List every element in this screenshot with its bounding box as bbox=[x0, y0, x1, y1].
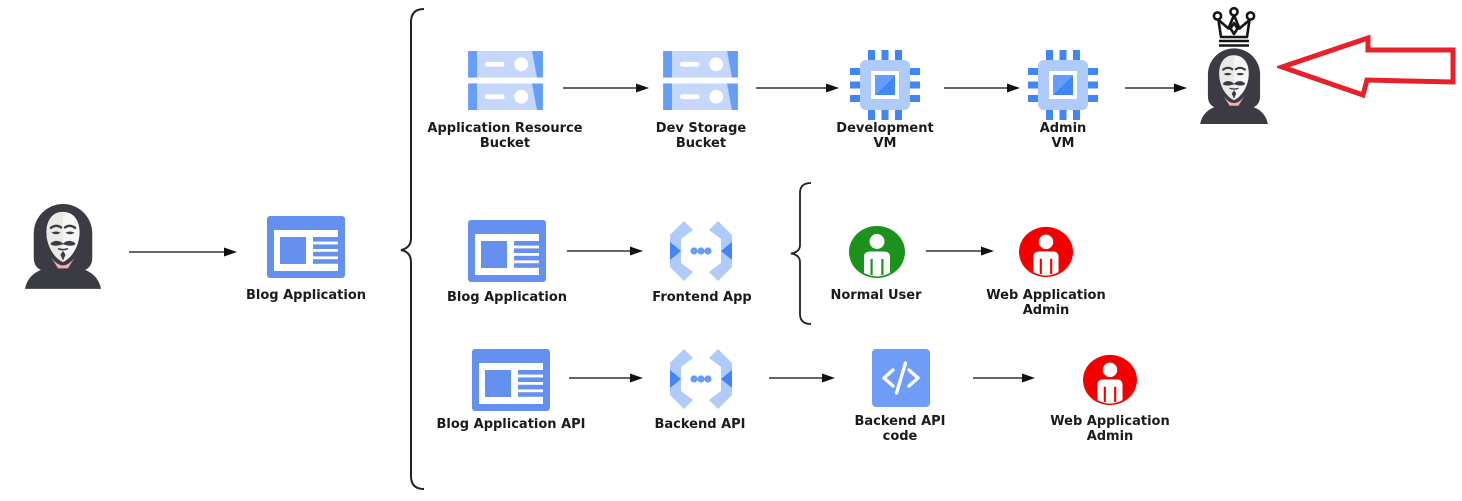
label-blog-application-api: Blog Application API bbox=[436, 417, 586, 432]
flow-arrow bbox=[567, 246, 643, 256]
label-normal-user: Normal User bbox=[830, 288, 922, 303]
cloud-functions-icon bbox=[660, 347, 742, 411]
hacker-icon bbox=[24, 198, 102, 290]
admin-user-icon bbox=[1083, 354, 1137, 406]
flow-arrow bbox=[563, 83, 649, 93]
flow-arrow bbox=[129, 247, 237, 257]
label-development-vm: Development VM bbox=[836, 121, 934, 152]
flow-arrow bbox=[569, 373, 643, 383]
flow-arrow bbox=[769, 373, 835, 383]
label-frontend-app: Frontend App bbox=[652, 290, 752, 305]
label-blog-application: Blog Application bbox=[446, 290, 568, 305]
storage-bucket-icon bbox=[663, 51, 738, 110]
storage-bucket-icon bbox=[468, 51, 543, 110]
crown-icon bbox=[1205, 7, 1263, 47]
label-backend-api: Backend API bbox=[654, 417, 746, 432]
label-web-application-admin-2: Web Application Admin bbox=[1050, 414, 1170, 445]
flow-arrow bbox=[944, 83, 1020, 93]
flow-arrow bbox=[756, 83, 839, 93]
label-backend-api-code: Backend API code bbox=[854, 414, 946, 445]
code-icon bbox=[872, 349, 930, 407]
web-app-icon bbox=[267, 216, 345, 278]
label-admin-vm: Admin VM bbox=[1039, 121, 1087, 152]
small-curly-brace bbox=[790, 182, 812, 325]
flow-arrow bbox=[973, 373, 1035, 383]
web-app-icon bbox=[468, 220, 546, 282]
crowned-hacker-icon bbox=[1196, 44, 1272, 124]
normal-user-icon bbox=[849, 226, 905, 278]
flow-arrow bbox=[926, 246, 994, 256]
flow-arrow bbox=[1125, 83, 1187, 93]
label-blog-application-entry: Blog Application bbox=[245, 288, 367, 303]
compute-vm-icon bbox=[1028, 50, 1098, 120]
admin-user-icon bbox=[1019, 226, 1073, 278]
web-app-icon bbox=[472, 349, 550, 411]
label-application-resource-bucket: Application Resource Bucket bbox=[427, 121, 583, 152]
label-web-application-admin: Web Application Admin bbox=[986, 288, 1106, 319]
big-curly-brace bbox=[400, 8, 425, 490]
compute-vm-icon bbox=[850, 50, 920, 120]
red-arrow-annotation bbox=[1277, 34, 1456, 99]
label-dev-storage-bucket: Dev Storage Bucket bbox=[655, 121, 747, 152]
cloud-functions-icon bbox=[660, 219, 742, 283]
